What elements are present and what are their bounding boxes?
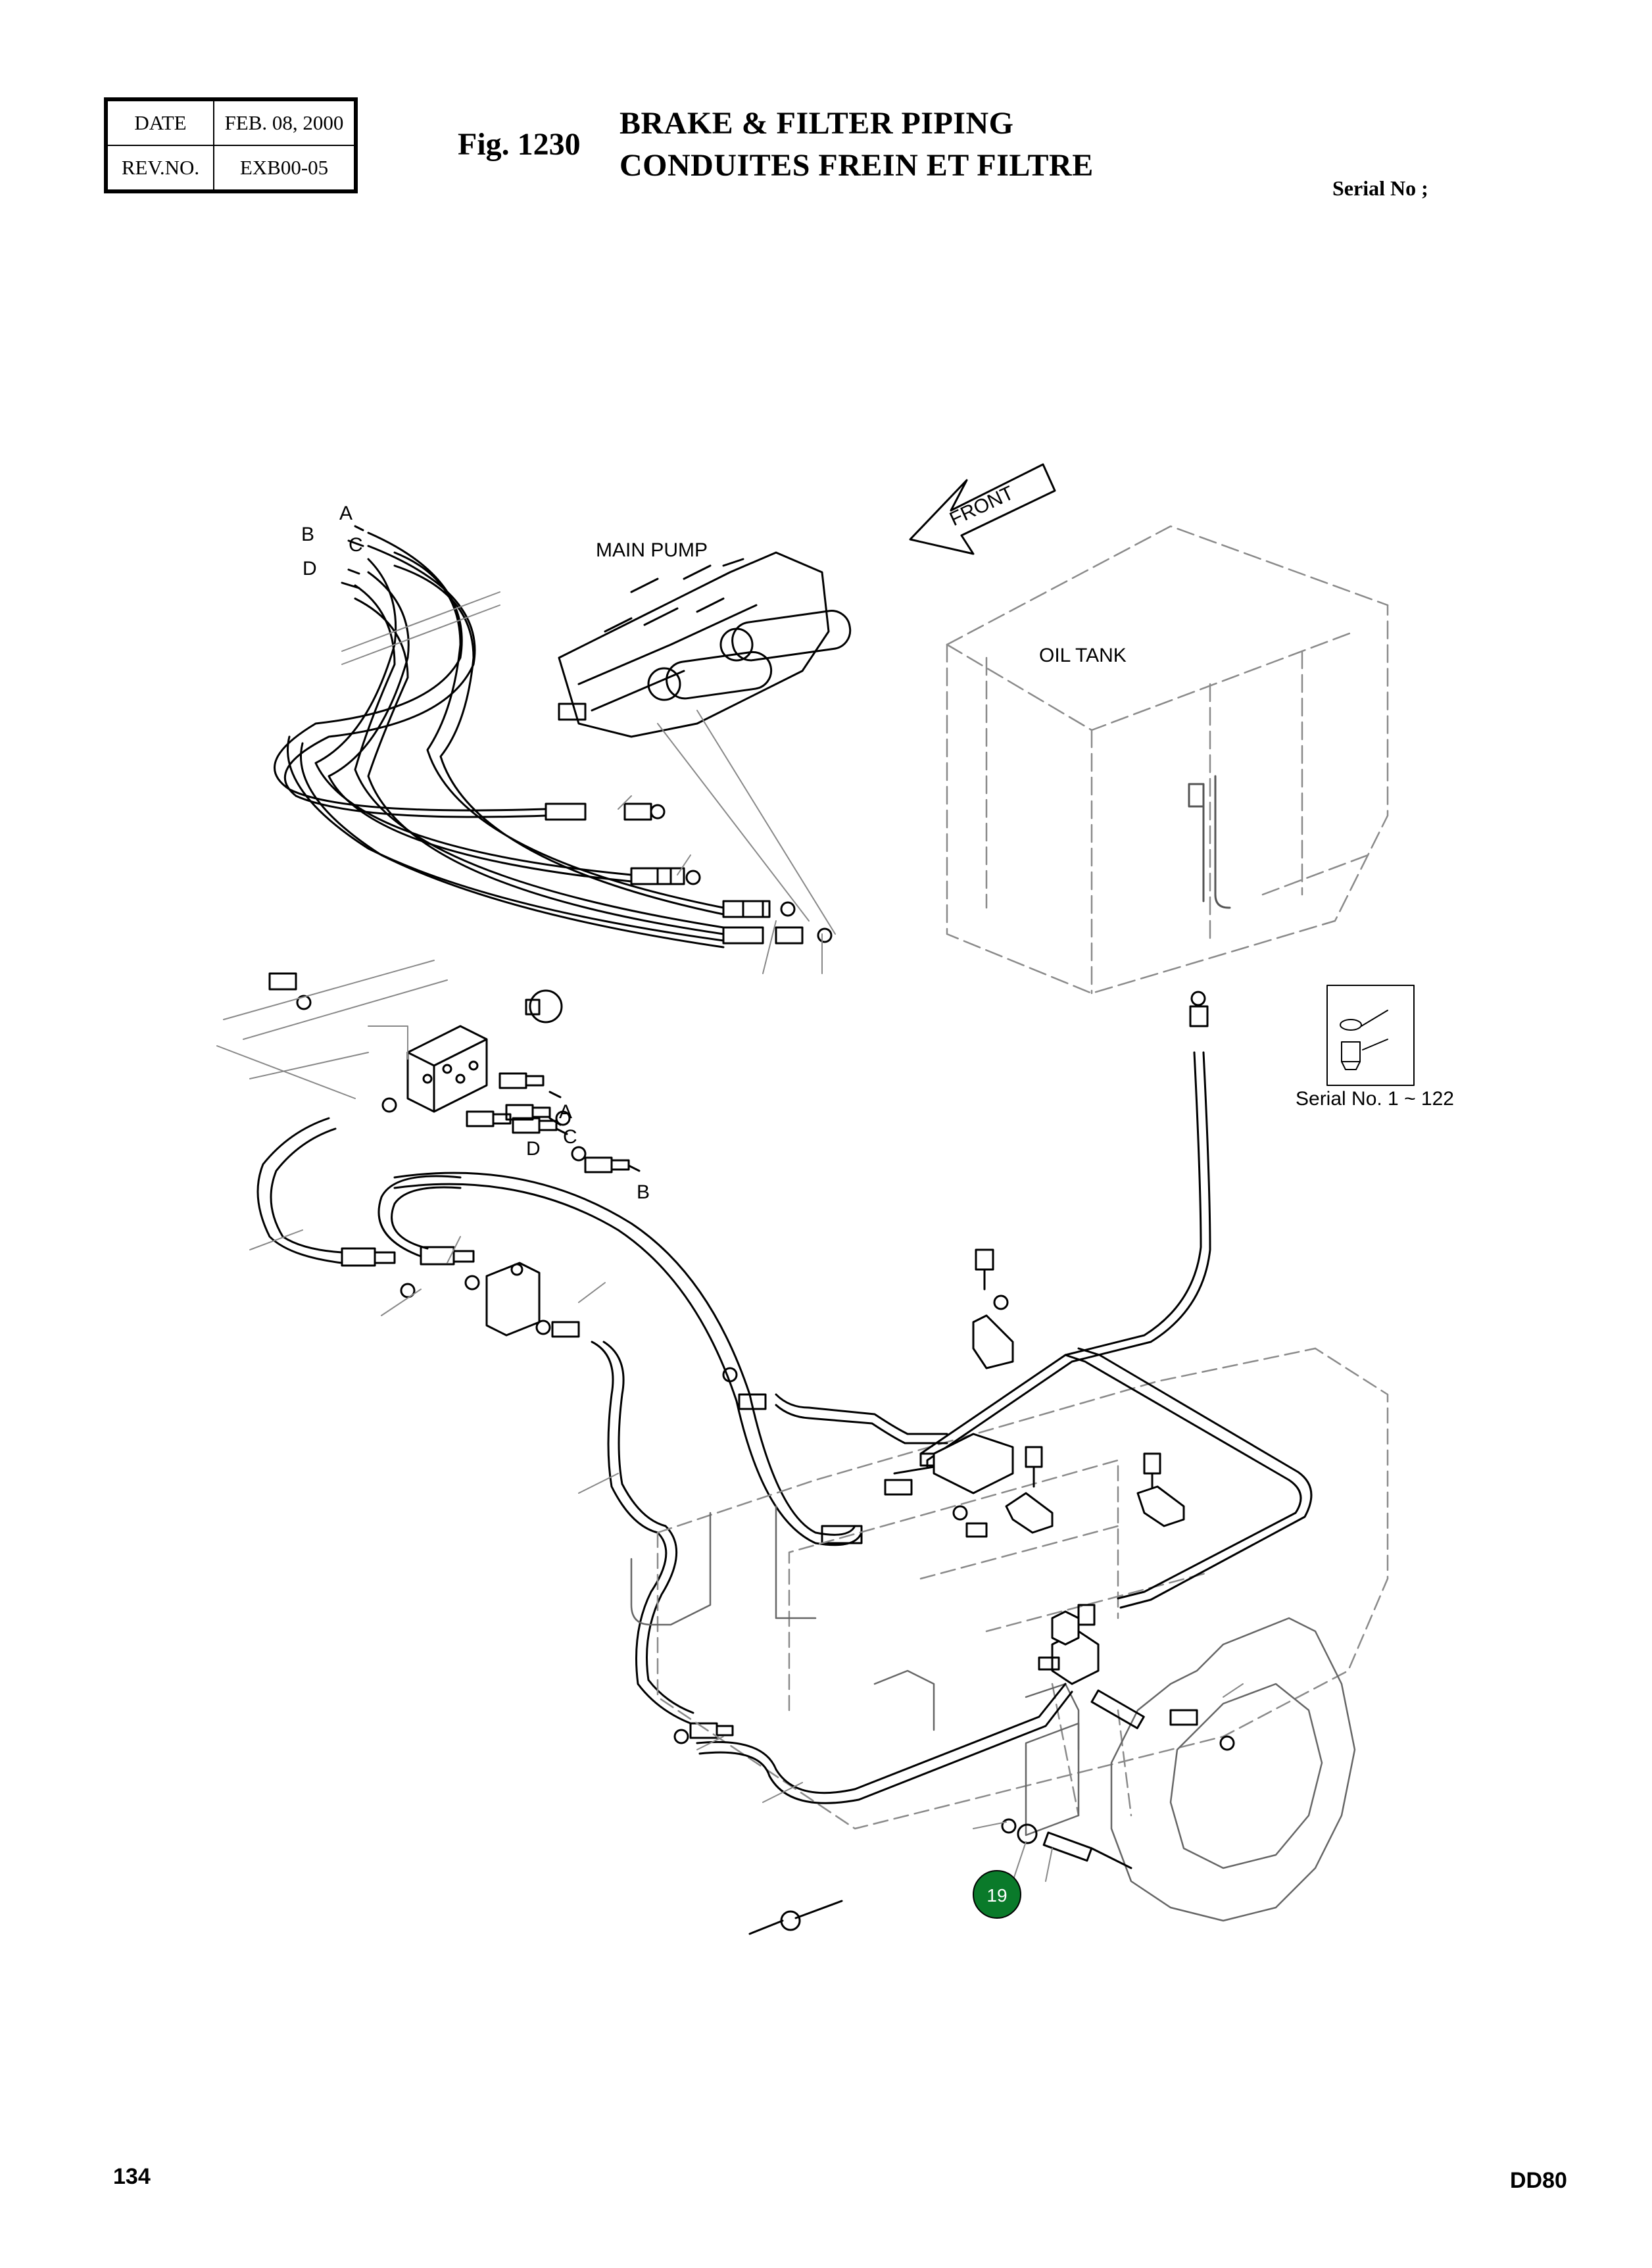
date-value: FEB. 08, 2000 [213,100,355,146]
serial-label: Serial No ; [1332,176,1428,200]
callout-19: 19 [973,1870,1021,1919]
port-label-a-top: A [339,503,352,524]
port-fittings [381,1072,641,1173]
port-label-c: C [563,1126,577,1148]
serial-range-label: Serial No. 1 ~ 122 [1296,1088,1454,1110]
valve-block [268,972,563,1113]
left-leader-lines [249,1229,619,1494]
hose-fittings [545,802,833,945]
main-pump [558,551,852,738]
oil-tank-label: OIL TANK [1039,645,1127,666]
port-label-d-top: D [303,558,317,579]
brake-tubes [696,1051,1313,1804]
tee-block [1038,991,1235,1751]
port-arrows-top [341,525,364,589]
tank-outlet-pipe [1188,775,1231,909]
chassis-solid [630,1505,1356,1922]
junction-valve [485,1262,541,1337]
port-label-c-top: C [349,534,363,556]
bottom-leader-lines [696,1683,1244,1882]
title-french: CONDUITES FREIN ET FILTRE [620,148,1094,183]
port-label-d: D [526,1138,541,1160]
serial-inset [1326,985,1415,1086]
date-key: DATE [107,100,214,146]
rev-key: REV.NO. [107,145,214,191]
revision-info-box: DATE FEB. 08, 2000 REV.NO. EXB00-05 [104,97,358,193]
brake-hoses [256,1117,863,1744]
page-number: 134 [113,2164,151,2189]
figure-number: Fig. 1230 [458,127,581,162]
rev-value: EXB00-05 [213,145,355,191]
filter-fittings [748,1818,1132,1935]
oil-tank [946,525,1389,995]
model-code: DD80 [1510,2168,1567,2193]
port-label-a: A [559,1101,572,1123]
pump-leader-lines [341,591,836,974]
port-label-b-top: B [301,524,314,545]
main-pump-label: MAIN PUMP [596,539,708,561]
pump-port-hoses [274,531,725,949]
port-label-b: B [637,1181,650,1203]
callout-number: 19 [986,1885,1007,1906]
front-arrow: FRONT [909,463,1056,555]
title-english: BRAKE & FILTER PIPING [620,106,1014,141]
chassis-frame [656,1347,1389,1830]
bracket-clamps [933,1248,1185,1626]
valve-block-ghost [216,960,448,1099]
